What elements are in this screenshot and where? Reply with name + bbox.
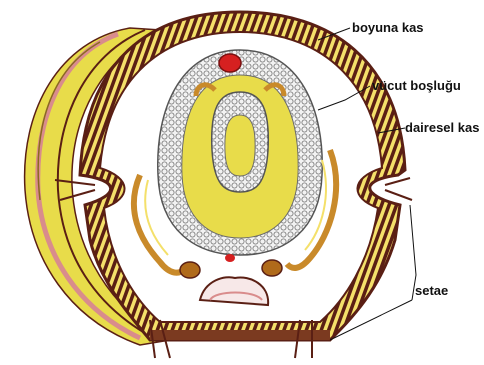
- intestine: [158, 50, 322, 255]
- label-body-cavity: vücut boşluğu: [372, 78, 461, 93]
- label-setae: setae: [415, 283, 448, 298]
- dorsal-blood-vessel: [219, 54, 241, 72]
- label-longitudinal-muscle: boyuna kas: [352, 20, 424, 35]
- label-circular-muscle: dairesel kas: [405, 120, 479, 135]
